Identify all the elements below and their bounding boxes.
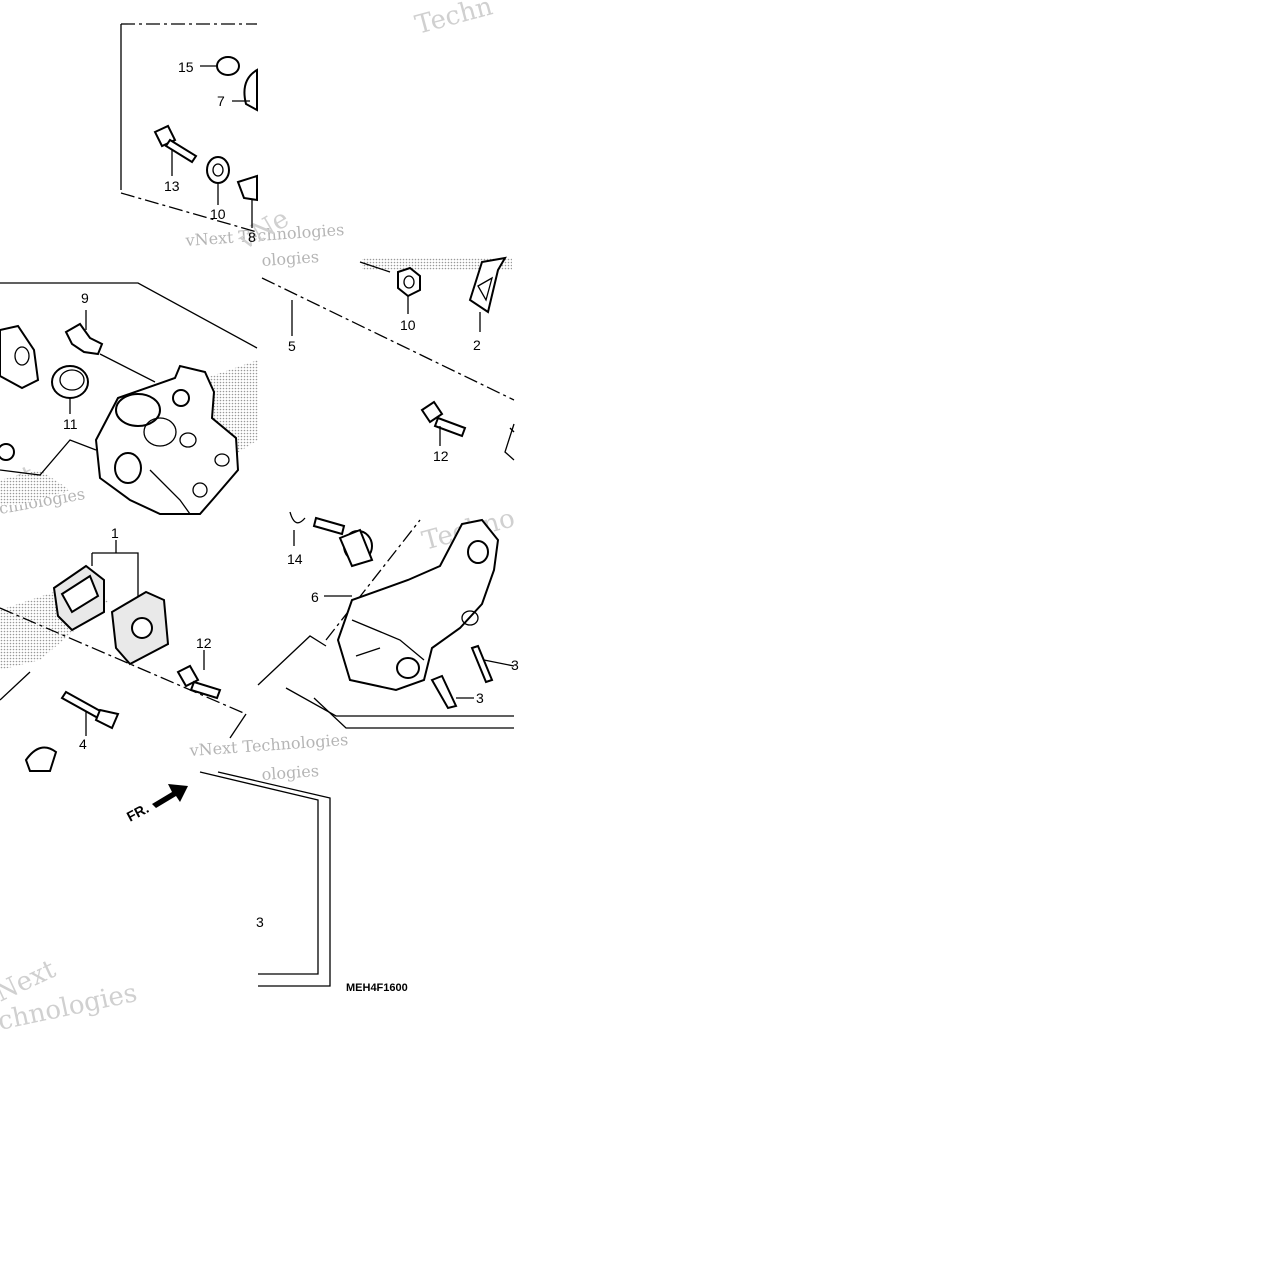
watermark-text: Techn [412, 0, 496, 41]
callout-5: 5 [288, 338, 296, 354]
part-7-collar [232, 68, 258, 112]
watermark: Techn vNext Technologies ologies ext chn… [0, 0, 518, 1037]
callout-12: 12 [196, 635, 212, 651]
callout-6: 6 [311, 589, 319, 605]
tile-top-left: 15 7 13 10 8 [120, 23, 258, 245]
callout-13: 13 [164, 178, 180, 194]
callout-1: 1 [111, 525, 119, 541]
part-9-bleed-valve [64, 310, 156, 383]
part-1-brake-pads [52, 564, 170, 666]
part-3-clip [430, 644, 515, 710]
part-10-nut [206, 156, 230, 205]
part-4-pin [60, 690, 120, 736]
callout-4: 4 [79, 736, 87, 752]
callout-12: 12 [433, 448, 449, 464]
tile-lower-right: 14 6 3 3 [257, 511, 519, 729]
callout-7: 7 [217, 93, 225, 109]
watermark-text: ologies [261, 761, 320, 784]
diagram-code: MEH4F1600 [346, 982, 408, 994]
callout-3: 3 [476, 690, 484, 706]
part-6-bracket [324, 518, 500, 692]
callout-11: 11 [63, 416, 78, 432]
callout-10: 10 [210, 206, 226, 222]
watermark-text: vNext Technologies [188, 730, 349, 760]
callout-15: 15 [178, 59, 194, 75]
part-12-bolt [420, 400, 467, 446]
part-14-collar [312, 516, 374, 568]
callout-8: 8 [248, 229, 256, 245]
part-11-piston [51, 365, 89, 414]
tile-bottom: FR. 3 MEH4F1600 [124, 771, 408, 994]
tile-middle-right: 5 10 2 12 [261, 256, 515, 464]
callout-14: 14 [287, 551, 303, 567]
part-13-bolt [153, 124, 198, 176]
part-2-clip [468, 256, 507, 332]
direction-label: FR. [124, 800, 151, 825]
watermark-text: ologies [261, 247, 320, 270]
callout-2: 2 [473, 337, 481, 353]
tile-lower-left: 1 12 4 [0, 525, 247, 772]
callout-3: 3 [256, 914, 264, 930]
part-bracket-left [0, 324, 40, 461]
front-direction-arrow: FR. [124, 784, 188, 825]
tile-middle-left: 9 11 [0, 282, 258, 515]
part-15-nut [200, 56, 240, 76]
callout-10: 10 [400, 317, 416, 333]
part-10-nut [397, 266, 421, 314]
callout-3: 3 [511, 657, 519, 673]
callout-9: 9 [81, 290, 89, 306]
part-caliper-body [94, 364, 240, 515]
part-12-bolt [176, 650, 222, 700]
part-8-sleeve [236, 174, 258, 228]
